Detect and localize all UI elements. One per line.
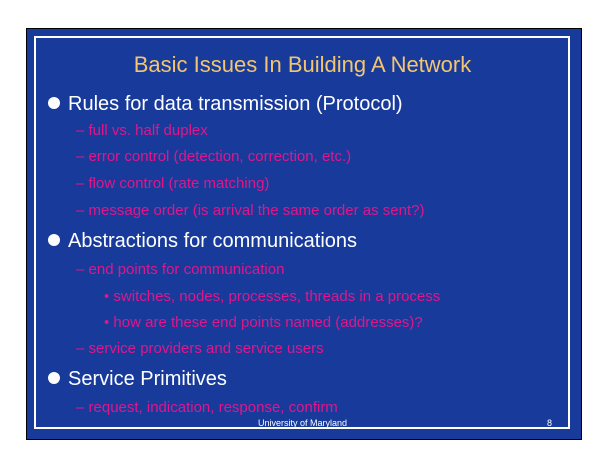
bullet-dot-icon (48, 234, 60, 246)
bullet-protocol: Rules for data transmission (Protocol) (48, 92, 403, 116)
sub-sub-bullet-switches: • switches, nodes, processes, threads in… (104, 288, 441, 305)
sub-sub-bullet-naming: • how are these end points named (addres… (104, 314, 423, 331)
page-number: 8 (547, 418, 553, 428)
sub-bullet-message-order: – message order (is arrival the same ord… (76, 202, 425, 219)
sub-bullet-service-providers: – service providers and service users (76, 340, 324, 357)
bullet-abstractions: Abstractions for communications (48, 229, 357, 253)
slide-footer: University of Maryland (257, 418, 348, 428)
bullet-text: Abstractions for communications (68, 230, 358, 252)
sub-bullet-end-points: – end points for communication (76, 261, 285, 278)
sub-bullet-duplex: – full vs. half duplex (76, 122, 208, 139)
slide-background (26, 28, 582, 440)
bullet-text: Rules for data transmission (Protocol) (68, 93, 403, 115)
slide-frame (34, 36, 570, 429)
bullet-dot-icon (48, 97, 60, 109)
sub-bullet-error-control: – error control (detection, correction, … (76, 148, 352, 165)
bullet-service-primitives: Service Primitives (48, 367, 227, 391)
bullet-dot-icon (48, 372, 60, 384)
sub-bullet-flow-control: – flow control (rate matching) (76, 175, 270, 192)
bullet-text: Service Primitives (68, 368, 227, 390)
slide-title: Basic Issues In Building A Network (133, 52, 472, 77)
sub-bullet-request: – request, indication, response, confirm (76, 399, 338, 416)
